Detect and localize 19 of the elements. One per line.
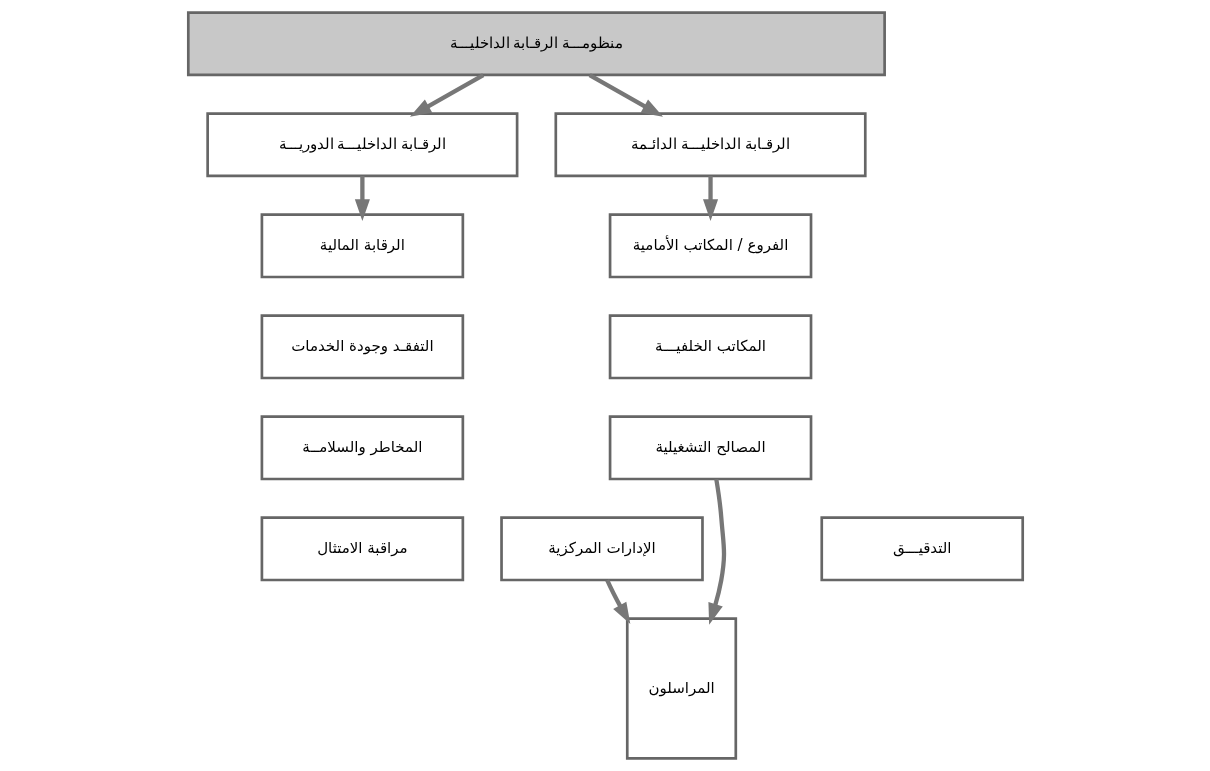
arrow [588,73,663,117]
node-box: المكاتب الخلفيـــة [608,314,812,380]
arrow [707,478,726,625]
arrow [409,73,484,117]
node-box: المراسلون [625,617,737,760]
node-box: المصالح التشغيلية [608,415,812,481]
node-box: الفروع / المكاتب الأمامية [608,213,812,279]
node-box: الرقابة المالية [260,213,464,279]
node-box: التفقـد وجودة الخدمات [260,314,464,380]
node-box: الإدارات المركزية [499,516,704,582]
node-box: مراقبة الامتثال [260,516,464,582]
node-box: الرقـابة الداخليـــة الدوريـــة [205,112,518,178]
node-box: التدقيـــق [819,516,1024,582]
arrow [354,176,370,221]
arrow [604,579,630,625]
arrow [702,176,718,221]
node-box: الرقـابة الداخليـــة الدائـمة [553,112,867,178]
node-box: المخاطر والسلامــة [260,415,464,481]
node-box: منظومـــة الرقـابة الداخليـــة [186,11,886,77]
